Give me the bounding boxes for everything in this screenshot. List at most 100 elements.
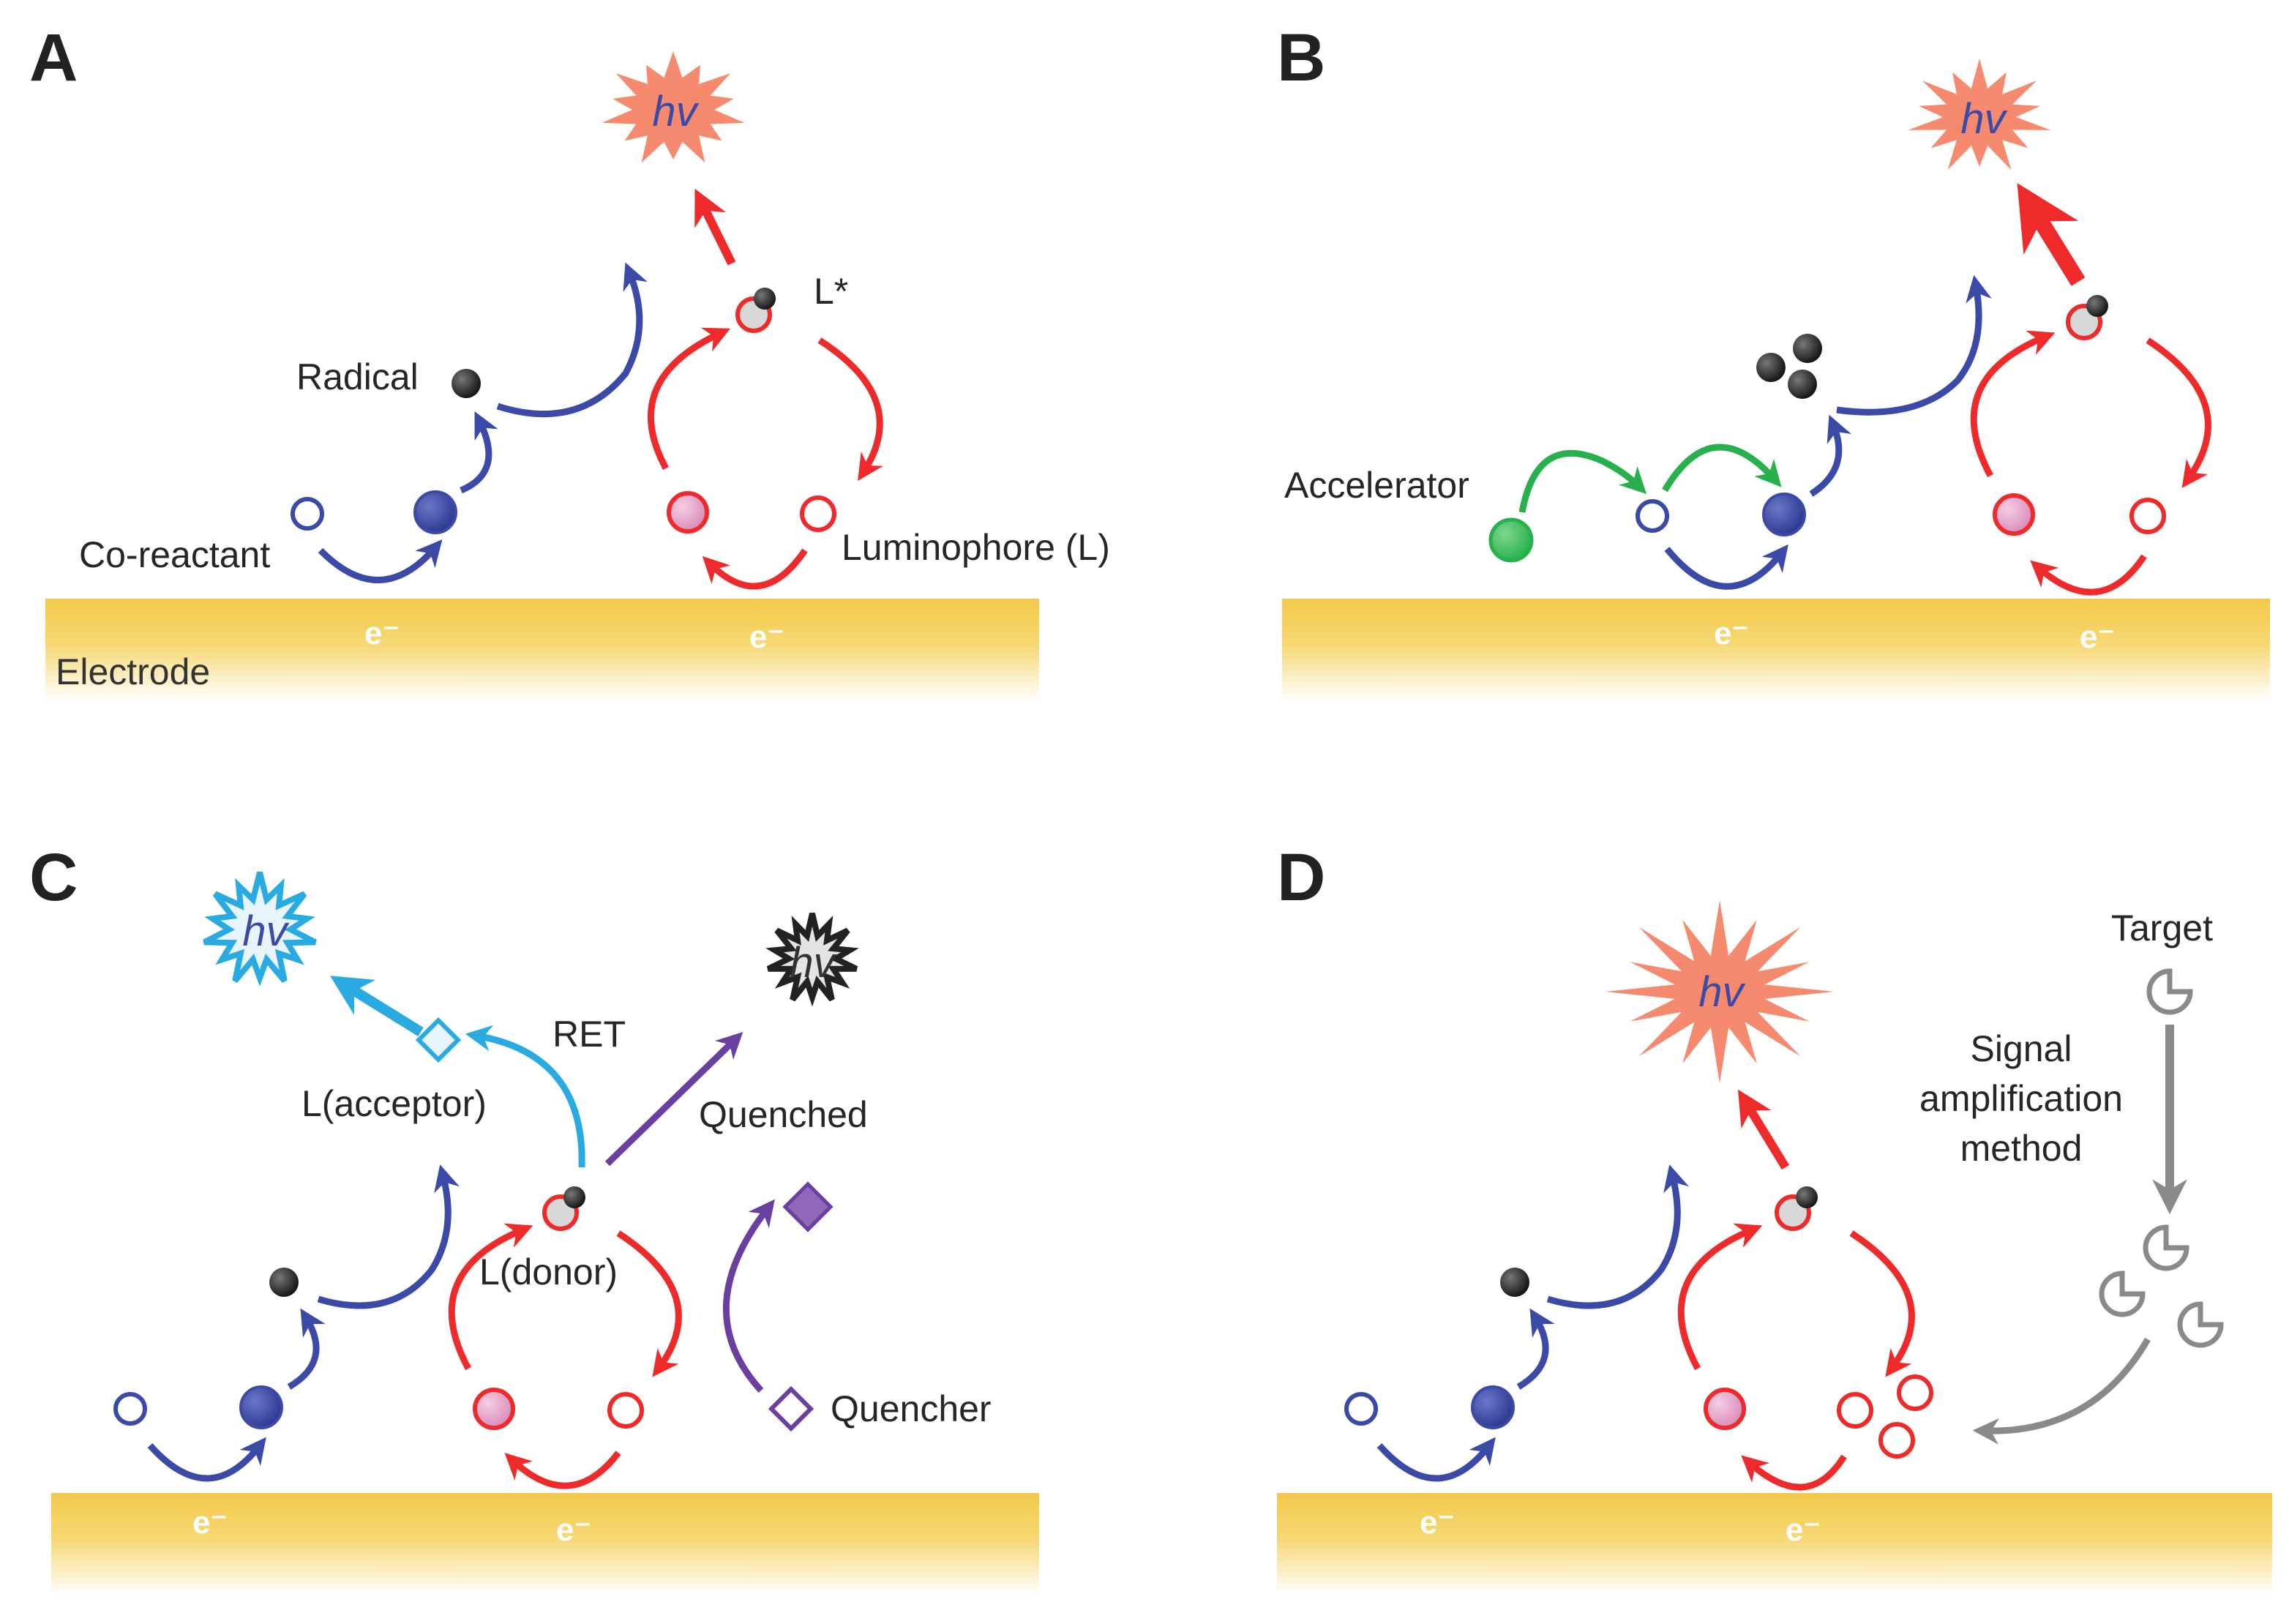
activated-co-reactant: [413, 490, 457, 534]
excited-state-label: L*: [814, 271, 848, 312]
radical-formation-arrow: [1516, 1308, 1555, 1390]
electrode-bar: [45, 599, 1039, 701]
acceptor-molecule: [415, 1017, 462, 1063]
emission-arrow: [1737, 1089, 1790, 1170]
co-reactant-molecule: [1344, 1392, 1378, 1426]
reduction-arrow: [1376, 1437, 1496, 1482]
co-reactant-molecule: [1636, 499, 1669, 533]
oxidized-luminophore: [1704, 1388, 1746, 1430]
radical-dot: [269, 1268, 299, 1297]
target-label: Target: [2111, 908, 2213, 948]
activated-co-reactant: [1762, 493, 1806, 536]
co-reactant-molecule: [113, 1392, 147, 1426]
quenched-label: Quenched: [699, 1094, 868, 1135]
hv-label: hv: [1698, 968, 1745, 1016]
radical-reaction-arrow: [1836, 274, 1992, 416]
emission-star: hv: [1908, 59, 2051, 171]
luminophore-molecule: [1878, 1422, 1915, 1459]
oxidation-arrow: [1741, 1454, 1847, 1491]
radical-formation-arrow: [460, 411, 498, 494]
relaxation-arrow: [616, 1230, 682, 1377]
luminophore-label: Luminophore (L): [842, 527, 1110, 568]
relaxation-arrow: [2146, 337, 2211, 488]
panel-d: D e⁻ e⁻ hv Target Signal amplification m…: [1277, 840, 2272, 1595]
electron-label: e⁻: [749, 619, 784, 655]
hv-label: hv: [652, 88, 699, 135]
electrode-bar: [51, 1493, 1039, 1595]
excitation-arrow: [448, 1223, 533, 1371]
donor-luminophore: [607, 1392, 644, 1429]
amplified-target: [2099, 1271, 2146, 1317]
radical-dot: [1500, 1268, 1529, 1297]
panel-label-b: B: [1277, 20, 1325, 95]
panel-c: C e⁻ e⁻ hv L(acceptor) RET hv Quenched: [29, 840, 1039, 1595]
target-molecule: [2146, 968, 2193, 1015]
ret-label: RET: [552, 1014, 626, 1055]
electrode-bar: [1277, 1493, 2272, 1595]
excitation-arrow: [647, 327, 731, 471]
luminophore-molecule: [2129, 498, 2166, 534]
excited-electron-dot: [2086, 295, 2108, 317]
radical-reaction-arrow: [317, 1164, 460, 1309]
radical-reaction-arrow: [1546, 1164, 1689, 1309]
quenched-emission-star: hv: [765, 913, 859, 1007]
electron-label: e⁻: [192, 1505, 228, 1541]
activated-co-reactant: [1471, 1385, 1515, 1429]
energy-transfer-arrow: [465, 1025, 585, 1168]
reduction-arrow: [1664, 544, 1788, 590]
electron-label: e⁻: [364, 615, 400, 651]
excited-electron-dot: [563, 1186, 585, 1208]
radical-label: Radical: [296, 356, 419, 397]
oxidation-arrow: [504, 1451, 621, 1489]
emission-star: hv: [1605, 900, 1835, 1083]
emission-arrow: [694, 188, 736, 266]
acceptor-emission-arrow: [329, 976, 424, 1036]
accelerator-molecule: [1488, 517, 1534, 563]
signal-label-line3: method: [1960, 1128, 2083, 1169]
electrode-bar: [1282, 599, 2270, 701]
signal-label-line2: amplification: [1919, 1078, 2123, 1119]
oxidation-arrow: [702, 548, 808, 590]
activated-quencher: [782, 1181, 833, 1232]
amplified-target: [2177, 1301, 2224, 1348]
electron-label: e⁻: [556, 1512, 591, 1548]
relaxation-arrow: [817, 337, 883, 482]
emission-star: hv: [602, 51, 745, 163]
excitation-arrow: [1970, 330, 2056, 478]
oxidized-luminophore: [1993, 493, 2035, 536]
electrode-label: Electrode: [56, 651, 210, 692]
accelerator-label: Accelerator: [1284, 465, 1469, 506]
radical-formation-arrow: [287, 1308, 326, 1390]
excited-electron-dot: [1796, 1186, 1818, 1208]
acceptor-label: L(acceptor): [301, 1083, 487, 1124]
luminophore-molecule: [1897, 1374, 1933, 1411]
hv-label: hv: [242, 908, 289, 955]
radical-dot: [452, 369, 481, 398]
panel-label-a: A: [29, 20, 78, 95]
radical-formation-arrow: [1809, 414, 1851, 497]
oxidation-arrow: [2030, 554, 2147, 596]
oxidized-luminophore: [473, 1388, 515, 1430]
acceleration-arrow: [1662, 444, 1782, 493]
oxidized-luminophore: [667, 491, 709, 534]
electron-label: e⁻: [1420, 1505, 1455, 1541]
panel-b: B e⁻ e⁻ hv Accelerator: [1277, 20, 2270, 701]
panel-label-d: D: [1277, 840, 1325, 915]
quencher-molecule: [768, 1385, 814, 1432]
luminophore-molecule: [800, 495, 836, 532]
hv-label: hv: [1960, 95, 2007, 143]
panel-a: A Electrode e⁻ e⁻ hv Co-reactant Radical…: [29, 20, 1110, 701]
hv-label: hv: [790, 939, 836, 987]
co-reactant-molecule: [291, 497, 324, 531]
acceptor-emission-star: hv: [203, 872, 317, 987]
quenching-arrow: [604, 1031, 743, 1167]
electron-label: e⁻: [1786, 1512, 1821, 1548]
electron-label: e⁻: [1714, 615, 1749, 651]
donor-label: L(donor): [479, 1251, 618, 1292]
enhanced-emission-arrow: [2017, 183, 2086, 286]
feedback-arrow: [1972, 1337, 2151, 1445]
radical-dot: [1756, 353, 1786, 382]
acceleration-arrow: [1518, 449, 1647, 513]
amplified-target: [2143, 1224, 2189, 1271]
